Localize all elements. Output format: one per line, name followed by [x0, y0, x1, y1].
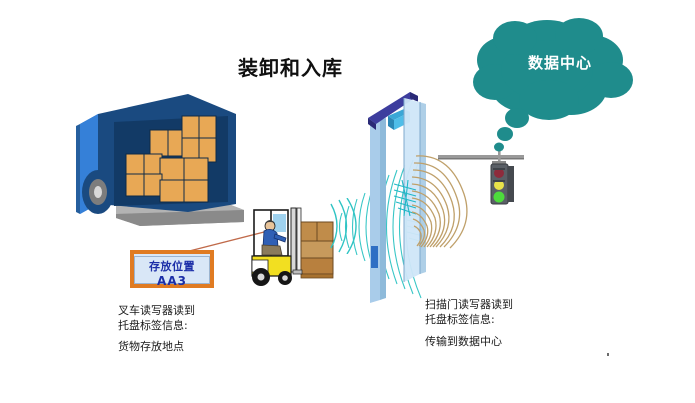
caption-left-line1: 叉车读写器读到 — [118, 304, 195, 317]
gate-sensor-block — [371, 246, 378, 268]
pallet-load — [300, 221, 334, 275]
thought-bubble-3 — [494, 142, 504, 152]
signal-green-lamp — [493, 191, 505, 203]
signal-red-lamp — [494, 168, 504, 178]
data-center-label: 数据中心 — [527, 54, 592, 72]
traffic-signal — [438, 150, 524, 205]
gate-leg-lower — [370, 284, 386, 303]
corner-artifact-mark — [607, 353, 609, 356]
storage-tag-value: AA3 — [157, 274, 187, 288]
caption-right-line2: 托盘标签信息: — [425, 313, 495, 326]
caption-right-line3: 传输到数据中心 — [425, 335, 502, 348]
cargo-cartons — [125, 115, 217, 203]
forklift-driver — [261, 220, 287, 256]
thought-bubble-1 — [505, 108, 529, 128]
caption-right-line1: 扫描门读写器读到 — [425, 298, 513, 311]
rfid-waves-tan-right — [411, 155, 468, 249]
thought-bubble-2 — [497, 127, 513, 141]
delivery-truck — [76, 94, 244, 226]
caption-gate-reader: 扫描门读写器读到 托盘标签信息: 传输到数据中心 — [425, 297, 513, 349]
forklift-with-driver — [251, 207, 334, 286]
rfid-waves-forklift — [330, 198, 357, 254]
caption-left-line3: 货物存放地点 — [118, 340, 184, 353]
truck-wheel — [82, 170, 114, 214]
rfid-scanning-gate — [368, 92, 426, 303]
gate-read-burst — [393, 179, 417, 217]
page-title: 装卸和入库 — [238, 56, 343, 80]
storage-location-tag: 存放位置 AA3 — [130, 250, 214, 288]
caption-left-line2: 托盘标签信息: — [118, 319, 188, 332]
caption-forklift-reader: 叉车读写器读到 托盘标签信息: 货物存放地点 — [118, 303, 195, 354]
signal-yellow-lamp — [494, 180, 504, 190]
data-center-cloud — [473, 18, 633, 152]
storage-tag-label: 存放位置 — [149, 260, 195, 273]
